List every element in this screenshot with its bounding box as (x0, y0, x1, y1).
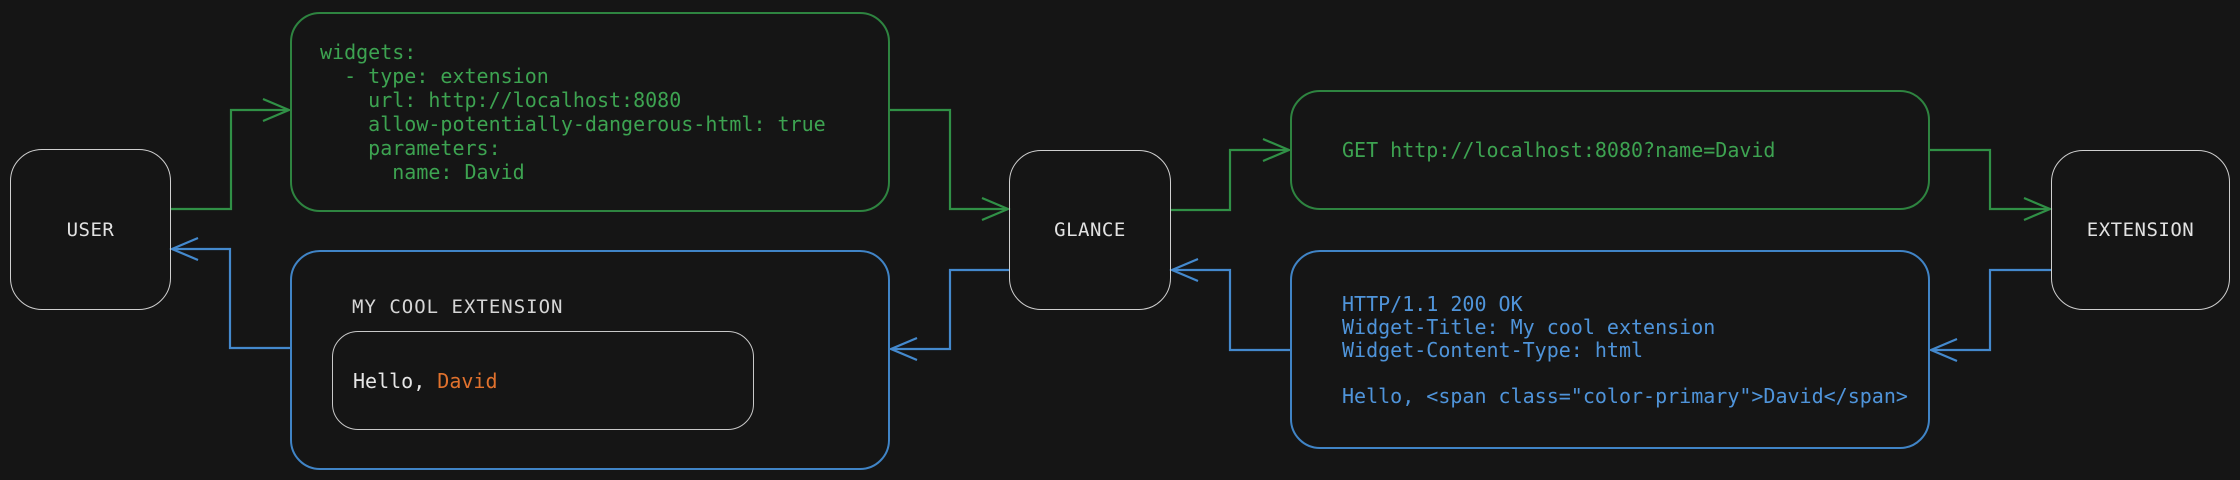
extension-node-label: EXTENSION (2086, 219, 2195, 241)
arrow-glance-to-request-head (1262, 137, 1292, 163)
widget-greeting-box: Hello, David (332, 331, 754, 430)
arrow-request-to-extension-head (2023, 196, 2053, 222)
glance-node: GLANCE (1009, 150, 1171, 310)
user-node-label: USER (66, 218, 115, 241)
arrow-extension-to-response-head (1928, 337, 1958, 363)
user-node: USER (10, 149, 171, 310)
arrow-response-to-glance (1169, 257, 1290, 352)
arrow-glance-to-request (1171, 137, 1292, 212)
http-response-code: HTTP/1.1 200 OK Widget-Title: My cool ex… (1342, 292, 1908, 408)
arrow-user-to-config-head (262, 97, 292, 123)
arrow-config-to-glance-head (981, 196, 1011, 222)
http-response-block: HTTP/1.1 200 OK Widget-Title: My cool ex… (1290, 250, 1930, 449)
extension-node: EXTENSION (2051, 150, 2230, 310)
arrow-glance-to-widget (888, 268, 1009, 362)
arrow-response-to-glance-head (1169, 257, 1199, 283)
http-request-code: GET http://localhost:8080?name=David (1342, 138, 1776, 162)
arrow-extension-to-response (1928, 268, 2051, 363)
arrow-widget-to-user-head (169, 236, 199, 262)
config-yaml-block: widgets: - type: extension url: http://l… (290, 12, 890, 212)
config-yaml-code: widgets: - type: extension url: http://l… (320, 40, 826, 184)
arrow-request-to-extension (1930, 148, 2053, 222)
http-request-block: GET http://localhost:8080?name=David (1290, 90, 1930, 210)
greeting-name: David (437, 368, 498, 393)
glance-node-label: GLANCE (1054, 219, 1126, 241)
rendered-widget-block: MY COOL EXTENSION Hello, David (290, 250, 890, 470)
arrow-glance-to-widget-head (888, 336, 918, 362)
greeting-prefix: Hello, (353, 368, 438, 393)
arrow-widget-to-user (169, 236, 290, 350)
widget-title: MY COOL EXTENSION (352, 296, 564, 318)
arrow-user-to-config (171, 97, 292, 211)
arrow-config-to-glance (890, 108, 1011, 222)
